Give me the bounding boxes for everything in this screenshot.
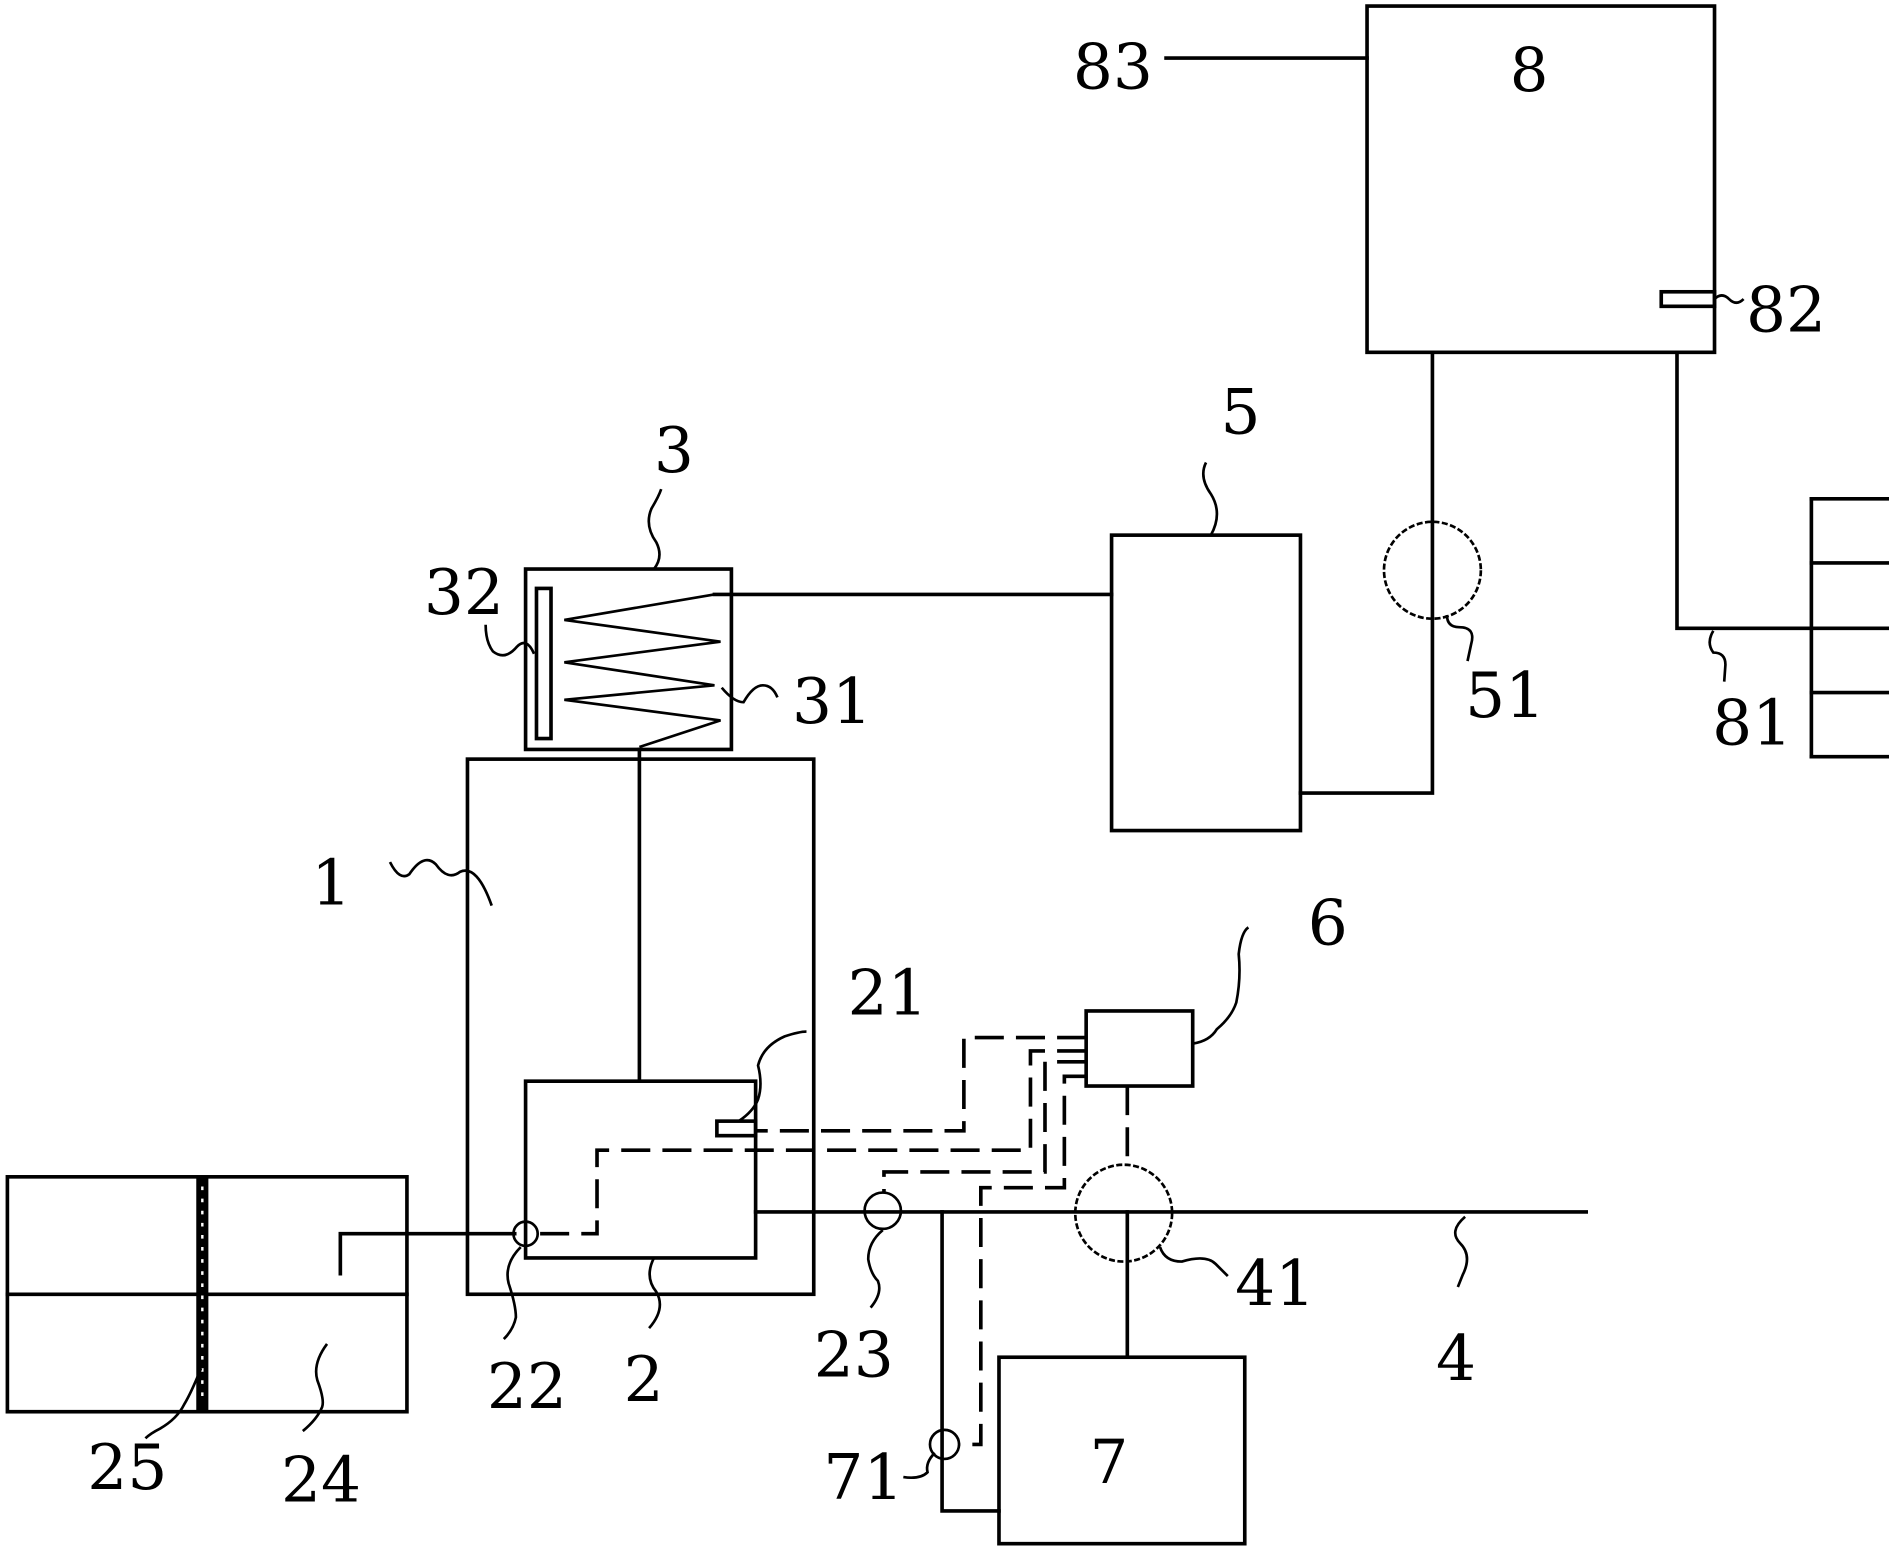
membrane-25: 25 xyxy=(87,1176,209,1504)
housing-1: 1 xyxy=(311,757,816,1297)
pipe-4-to-7 xyxy=(940,1210,1001,1513)
label-24: 24 xyxy=(281,1443,361,1516)
label-31: 31 xyxy=(792,665,872,738)
valve-71: 71 xyxy=(823,1428,961,1514)
label-41: 41 xyxy=(1235,1247,1315,1320)
label-7: 7 xyxy=(1090,1428,1129,1498)
tank-8: 8 xyxy=(1365,4,1717,355)
label-6: 6 xyxy=(1308,886,1348,959)
label-4: 4 xyxy=(1436,1322,1476,1395)
sensor-21: 21 xyxy=(715,957,928,1138)
outlet-manifold-81: 81 xyxy=(1675,350,1889,760)
label-82: 82 xyxy=(1746,274,1826,347)
label-8: 8 xyxy=(1510,36,1549,106)
label-1: 1 xyxy=(311,846,351,919)
label-51: 51 xyxy=(1465,659,1545,732)
controller-6: 6 xyxy=(1084,886,1348,1088)
label-83: 83 xyxy=(1073,30,1153,103)
label-81: 81 xyxy=(1712,687,1792,760)
label-32: 32 xyxy=(424,556,504,629)
inlet-pipe-83: 83 xyxy=(1073,30,1369,103)
label-71: 71 xyxy=(823,1441,903,1514)
pump-41: 41 xyxy=(1073,1163,1315,1360)
label-5: 5 xyxy=(1221,375,1261,448)
sensor-82: 82 xyxy=(1659,274,1826,347)
label-3: 3 xyxy=(654,414,694,487)
coil-31: 31 xyxy=(564,593,872,749)
tank-5: 5 xyxy=(1109,375,1303,833)
valve-22: 22 xyxy=(487,1220,567,1423)
label-2: 2 xyxy=(624,1343,664,1416)
label-22: 22 xyxy=(487,1350,567,1423)
valve-23: 23 xyxy=(814,1191,903,1392)
label-23: 23 xyxy=(814,1319,894,1392)
condenser-3: 3 xyxy=(523,414,734,752)
label-25: 25 xyxy=(87,1431,167,1504)
chamber-2: 2 xyxy=(523,1079,758,1416)
signal-lines xyxy=(538,1035,1130,1447)
pipe-8-to-5 xyxy=(1298,350,1435,795)
plate-32: 32 xyxy=(424,556,553,741)
tank-7: 7 xyxy=(997,1355,1247,1546)
pipe-24-to-2 xyxy=(338,1231,517,1276)
pump-51: 51 xyxy=(1382,520,1545,732)
label-21: 21 xyxy=(848,957,928,1030)
